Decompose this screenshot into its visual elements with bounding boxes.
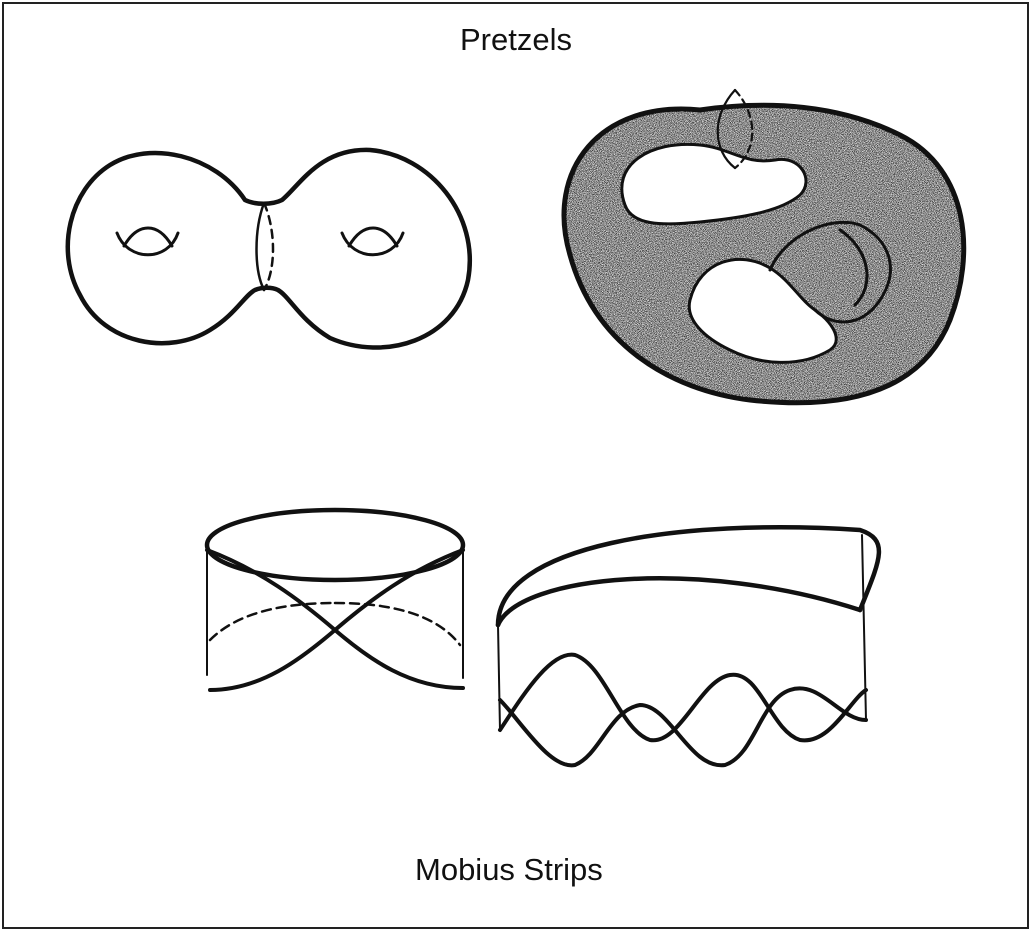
mobius-strip-icon	[207, 510, 463, 690]
multi-twist-mobius-icon	[498, 527, 879, 765]
double-torus-icon	[68, 150, 470, 348]
knotted-pretzel-icon	[564, 90, 964, 403]
